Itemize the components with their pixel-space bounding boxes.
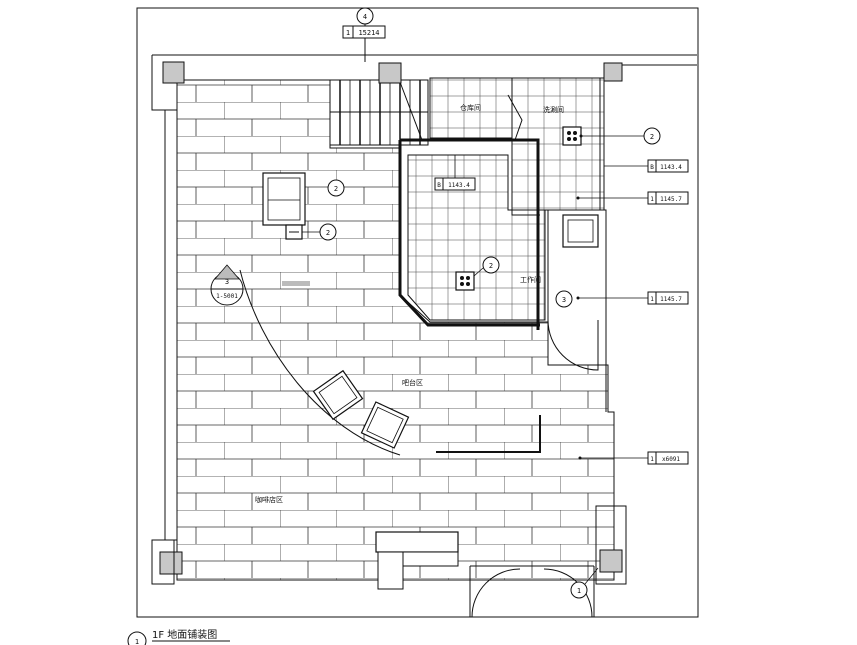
callout-cafe-floor: 1 x6091 bbox=[578, 451, 689, 465]
drain-workroom bbox=[455, 271, 475, 291]
room-label-washroom: 洗涮间 bbox=[543, 105, 564, 114]
drawing-title-text: 1F 地面铺装图 bbox=[152, 628, 217, 641]
drawing-title: 1 1F 地面铺装图 bbox=[127, 628, 230, 645]
svg-text:1143.4: 1143.4 bbox=[448, 182, 470, 189]
drain-washroom bbox=[562, 126, 582, 146]
drain-cafe bbox=[285, 224, 303, 240]
armchair-2 bbox=[360, 401, 410, 449]
svg-text:2: 2 bbox=[334, 185, 338, 193]
entrance-counter bbox=[375, 531, 459, 553]
sw-frame bbox=[151, 539, 175, 585]
svg-text:4: 4 bbox=[363, 13, 367, 21]
callout-elevation-b: B 1143.4 bbox=[604, 159, 689, 173]
svg-text:1: 1 bbox=[650, 196, 654, 203]
callout-workroom-elevation: B 1143.4 bbox=[434, 155, 476, 191]
column-se bbox=[599, 549, 623, 573]
svg-text:1-5001: 1-5001 bbox=[216, 293, 238, 300]
washroom-partition bbox=[511, 78, 601, 216]
callout-elevation-washroom: 1 1145.7 bbox=[576, 191, 689, 205]
svg-text:1: 1 bbox=[135, 638, 139, 645]
svg-text:2: 2 bbox=[650, 133, 654, 141]
svg-text:2: 2 bbox=[489, 262, 493, 270]
section-marker-left: 3 1-5001 bbox=[210, 264, 310, 306]
column-n bbox=[378, 62, 402, 84]
svg-text:15214: 15214 bbox=[358, 29, 379, 37]
sink-basin bbox=[567, 219, 594, 243]
svg-text:1: 1 bbox=[650, 456, 654, 463]
stair-hatch bbox=[329, 79, 429, 146]
svg-text:2: 2 bbox=[326, 229, 330, 237]
door-swing-storage bbox=[507, 94, 523, 141]
callout-washroom-drain: 2 bbox=[579, 127, 661, 145]
column-sw bbox=[159, 551, 183, 575]
room-label-storage: 仓库间 bbox=[460, 103, 481, 112]
bar-counter-arc bbox=[239, 269, 401, 456]
room-label-cafe: 咖啡店区 bbox=[255, 495, 283, 504]
svg-text:1145.7: 1145.7 bbox=[660, 196, 682, 203]
callout-entrance: 1 bbox=[570, 567, 599, 599]
room-label-bar: 吧台区 bbox=[402, 378, 423, 387]
west-wall bbox=[164, 109, 178, 541]
svg-text:B: B bbox=[437, 182, 441, 189]
column-ne bbox=[603, 62, 623, 82]
svg-text:3: 3 bbox=[225, 278, 229, 286]
storage-tile-floor bbox=[429, 77, 513, 139]
svg-text:3: 3 bbox=[562, 296, 566, 304]
top-axis-callout: 4 1 15214 bbox=[342, 7, 386, 62]
display-cabinet-inner bbox=[267, 177, 301, 221]
display-cabinet bbox=[262, 172, 306, 226]
column-nw bbox=[162, 61, 185, 84]
svg-text:1: 1 bbox=[650, 296, 654, 303]
callout-cafe-drain: 2 bbox=[302, 223, 337, 241]
door-swing-right bbox=[547, 319, 599, 371]
svg-text:1: 1 bbox=[577, 587, 581, 595]
se-pillar-frame bbox=[595, 505, 627, 585]
entrance-door bbox=[469, 565, 595, 618]
outer-wall bbox=[151, 54, 697, 111]
washroom-tile-floor bbox=[511, 77, 605, 211]
callout-cabinet: 2 bbox=[327, 179, 345, 197]
callout-workroom-drain: 2 bbox=[473, 256, 500, 277]
bar-counter-line bbox=[436, 415, 541, 453]
svg-text:x6091: x6091 bbox=[662, 456, 680, 463]
sheet-border bbox=[136, 7, 699, 618]
room-label-workroom: 工作间 bbox=[520, 275, 541, 284]
svg-text:1143.4: 1143.4 bbox=[660, 164, 682, 171]
svg-text:1: 1 bbox=[346, 29, 350, 37]
workroom-tile-floor bbox=[407, 154, 546, 321]
callout-service-strip: 3 1 1145.7 bbox=[555, 290, 689, 308]
svg-text:B: B bbox=[650, 164, 654, 171]
armchair-1 bbox=[312, 369, 364, 421]
entrance-step bbox=[377, 551, 404, 590]
workroom-wall bbox=[398, 138, 540, 330]
svg-text:1145.7: 1145.7 bbox=[660, 296, 682, 303]
entrance-counter-base bbox=[402, 551, 459, 567]
